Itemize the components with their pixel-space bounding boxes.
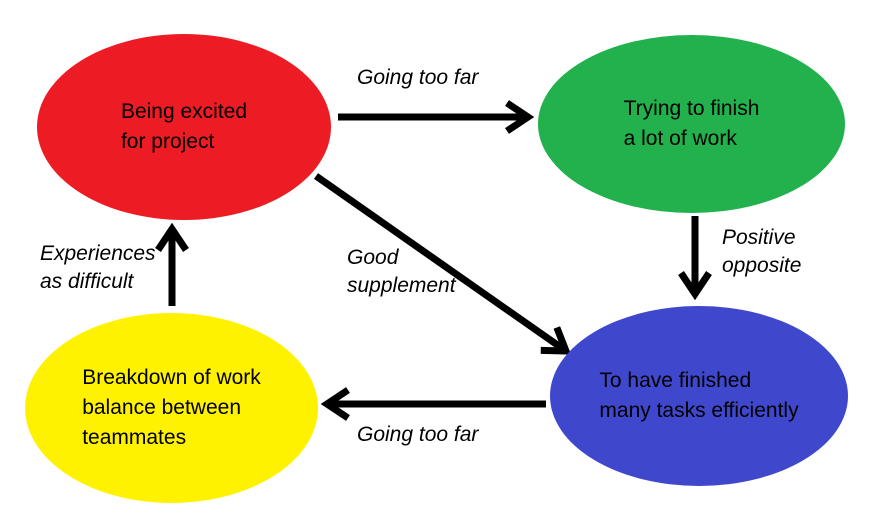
node-finished-many-tasks[interactable]: To have finished many tasks efficiently <box>550 306 848 486</box>
node-breakdown-work-balance[interactable]: Breakdown of work balance between teamma… <box>25 313 318 503</box>
node-being-excited[interactable]: Being excited for project <box>37 34 331 220</box>
node-trying-to-finish-label: Trying to finish a lot of work <box>623 97 760 150</box>
edge-label-good-supplement: Good supplement <box>347 246 456 297</box>
node-trying-to-finish[interactable]: Trying to finish a lot of work <box>538 35 845 213</box>
node-being-excited-label: Being excited for project <box>120 100 248 153</box>
edge-label-positive-opposite: Positive opposite <box>722 226 802 277</box>
node-finished-many-tasks-label: To have finished many tasks efficiently <box>599 369 799 422</box>
node-breakdown-work-balance-label: Breakdown of work balance between teamma… <box>82 366 261 449</box>
edge-label-going-too-far-bottom: Going too far <box>357 423 479 446</box>
edge-label-experiences-as-difficult: Experiences as difficult <box>40 242 156 293</box>
edge-label-going-too-far-top: Going too far <box>357 66 479 89</box>
